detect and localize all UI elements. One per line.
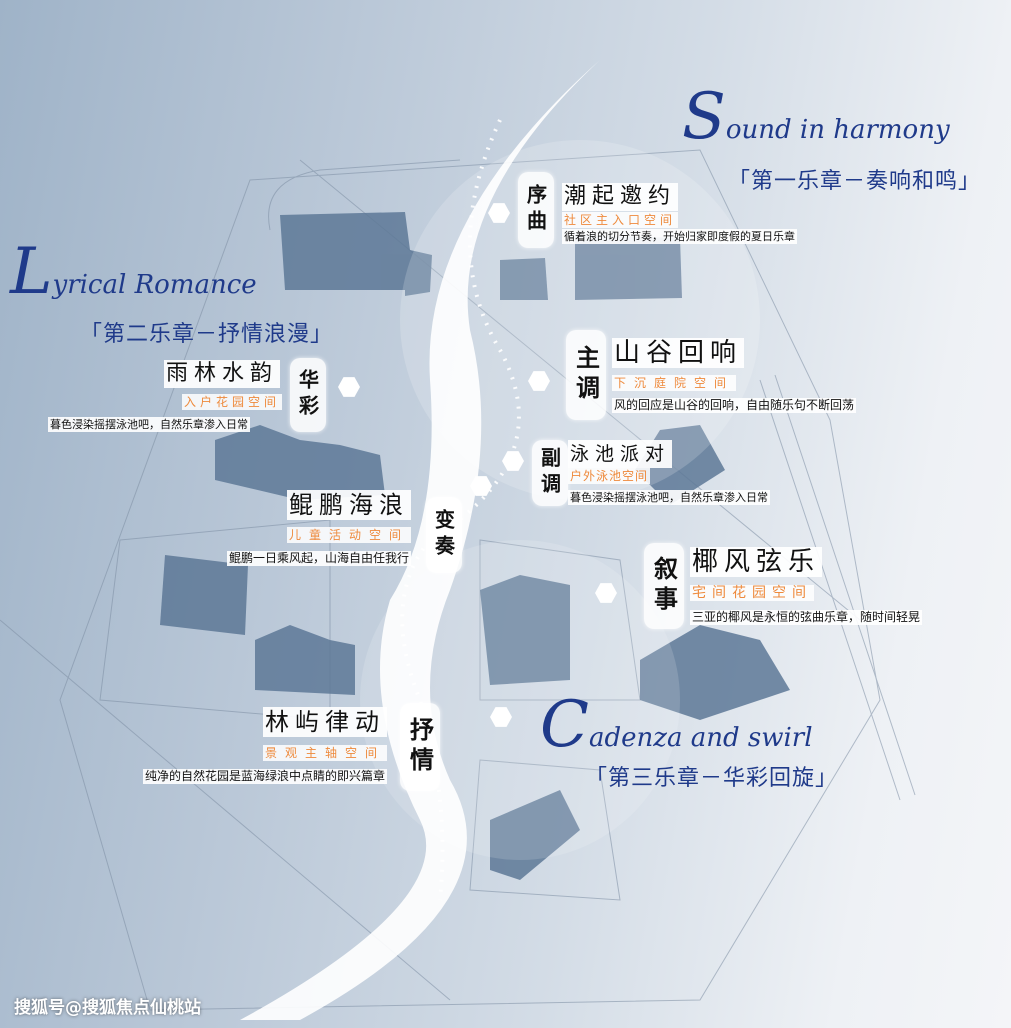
section-description: 暮色浸染摇摆泳池吧，自然乐章渗入日常 [568,490,770,505]
section-badge-secondary-theme: 副调 [532,440,568,506]
building [255,625,355,695]
section-description: 鲲鹏一日乘风起，山海自由任我行 [226,551,411,566]
section-subtitle: 社区主入口空间 [562,212,679,228]
chapter-3-label: 「第三乐章－华彩回旋」 [585,766,839,791]
building [215,425,385,500]
section-title: 雨林水韵 [163,360,280,388]
building [575,235,682,300]
section-description: 三亚的椰风是永恒的弦曲乐章，随时间轻晃 [690,610,923,625]
building [490,790,580,880]
building [160,555,248,635]
hexagon-marker [470,476,492,496]
section-badge-main-theme: 主调 [566,330,606,420]
section-badge-cadenza: 华彩 [290,358,326,432]
chapter-2-label: 「第二乐章－抒情浪漫」 [80,322,334,347]
section-description: 风的回应是山谷的回响，自由随乐句不断回荡 [612,398,857,413]
chapter-3-script-title: Cadenza and swirl [540,688,813,762]
section-badge-variation: 变奏 [426,497,462,573]
watermark: 搜狐号@搜狐焦点仙桃站 [14,998,201,1018]
section-subtitle: 儿童活动空间 [286,527,411,543]
hexagon-marker [595,583,617,603]
section-subtitle: 景观主轴空间 [262,745,387,761]
building [640,625,790,720]
section-subtitle: 入户花园空间 [181,394,282,410]
chapter-1-label: 「第一乐章－奏响和鸣」 [728,169,982,194]
section-title: 林屿律动 [263,707,387,737]
hexagon-marker [338,377,360,397]
white-swirl-curve [240,60,600,1020]
section-badge-lyrical: 抒情 [400,703,440,791]
section-description: 循着浪的切分节奏，开始归家即度假的夏日乐章 [562,229,797,244]
section-badge-prelude: 序曲 [518,172,554,248]
building [500,258,548,300]
chapter-1-script-title: Sound in harmony [682,80,950,154]
section-subtitle: 户外泳池空间 [568,468,651,484]
building [280,212,432,296]
section-title: 潮起邀约 [562,183,679,211]
section-title: 山谷回响 [612,338,745,368]
section-description: 纯净的自然花园是蓝海绿浪中点睛的即兴篇章 [142,769,387,784]
hexagon-marker [488,203,510,223]
section-subtitle: 下沉庭院空间 [612,375,737,391]
building [480,575,570,685]
section-title: 泳池派对 [568,440,673,468]
section-subtitle: 宅间花园空间 [690,585,814,601]
hexagon-marker [490,707,512,727]
section-title: 椰风弦乐 [690,547,823,577]
hexagon-marker [528,371,550,391]
section-description: 暮色浸染摇摆泳池吧，自然乐章渗入日常 [48,417,250,432]
section-badge-narrative: 叙事 [644,543,684,629]
chapter-2-script-title: Lyrical Romance [10,235,257,309]
hexagon-marker [502,451,524,471]
section-title: 鲲鹏海浪 [287,490,411,520]
